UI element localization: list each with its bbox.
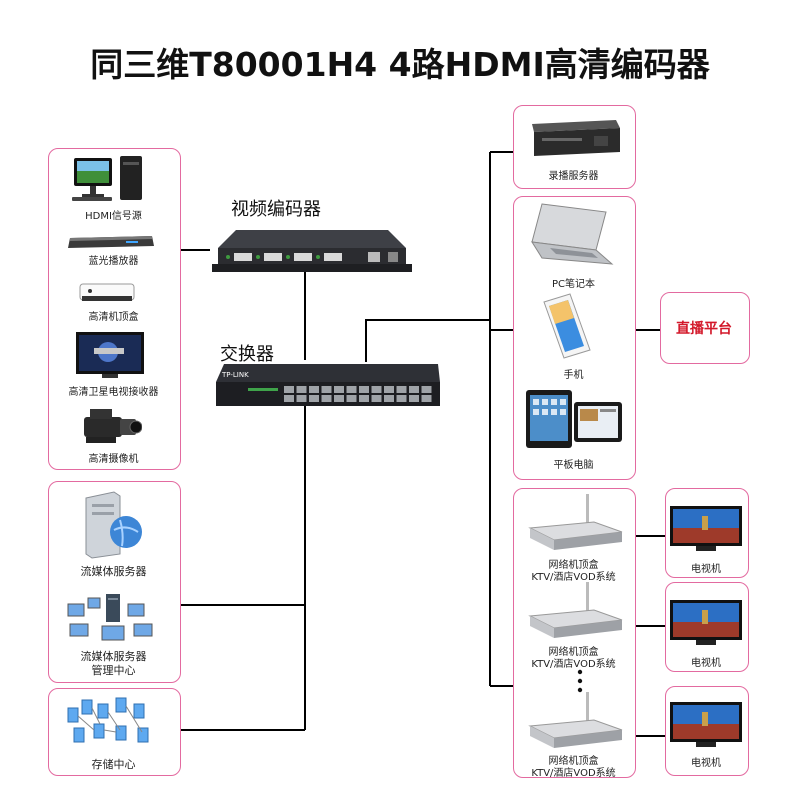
switch-port — [359, 395, 369, 402]
switch-port — [359, 386, 369, 393]
switch-port — [296, 386, 307, 393]
source-label-bluray: 蓝光播放器 — [88, 256, 139, 267]
client-label-tablet: 平板电脑 — [553, 460, 594, 471]
network-stb-icon — [528, 582, 623, 638]
tv-icon — [670, 702, 742, 747]
switch-label: 交换器 — [220, 344, 274, 365]
switch-port — [396, 386, 407, 393]
switch-port — [309, 395, 319, 402]
server-label-mgmt-line1: 流媒体服务器 — [80, 650, 147, 663]
switch-port — [384, 386, 394, 393]
server-label-mgmt-line2: 管理中心 — [91, 664, 136, 677]
tv-label-3: 电视机 — [691, 758, 721, 769]
switch-port — [421, 395, 432, 402]
switch-port — [409, 386, 419, 393]
tv-label-2: 电视机 — [691, 658, 721, 669]
switch-port — [321, 395, 332, 402]
source-label-hdmi: HDMI信号源 — [85, 211, 142, 222]
stb-2-line2: KTV/酒店VOD系统 — [531, 659, 616, 670]
recorder-label: 录播服务器 — [548, 171, 599, 182]
stb-3-line2: KTV/酒店VOD系统 — [531, 768, 616, 779]
streaming-server-icon — [85, 491, 142, 559]
switch-port — [334, 386, 344, 393]
tv-icon — [670, 600, 742, 645]
stb-2-line1: 网络机顶盒 — [548, 647, 599, 658]
page-title: 同三维T80001H4 4路HDMI高清编码器 — [90, 45, 710, 84]
stb-3-line1: 网络机顶盒 — [548, 756, 599, 767]
server-label-streaming: 流媒体服务器 — [80, 565, 147, 578]
live-platform-label: 直播平台 — [676, 321, 732, 337]
switch-port — [371, 386, 382, 393]
switch-port — [421, 386, 432, 393]
client-label-phone: 手机 — [563, 370, 584, 381]
signal-sources-box — [48, 148, 181, 470]
storage-network-icon — [67, 697, 149, 743]
desktop-pc-icon — [72, 156, 142, 201]
rack-server-icon — [532, 120, 620, 156]
source-label-camcorder: 高清摄像机 — [88, 454, 139, 465]
switch-port — [296, 395, 307, 402]
live-platform-box[interactable] — [660, 292, 750, 364]
management-center-icon — [67, 594, 153, 641]
switch-port — [371, 395, 382, 402]
network-stb-icon — [528, 692, 623, 748]
switch-port — [396, 395, 407, 402]
source-label-satellite: 高清卫星电视接收器 — [68, 387, 159, 398]
stb-1-line2: KTV/酒店VOD系统 — [531, 572, 616, 583]
set-top-box-icon — [79, 283, 135, 301]
tablet-icon — [526, 390, 622, 448]
camcorder-icon — [84, 409, 142, 443]
laptop-icon — [531, 203, 614, 265]
switch-port — [346, 386, 357, 393]
stb-1-line1: 网络机顶盒 — [548, 560, 599, 571]
network-switch-icon: TP-LINK — [216, 364, 440, 406]
switch-brand-text: TP-LINK — [221, 371, 249, 379]
encoder-label: 视频编码器 — [231, 199, 321, 220]
switch-port — [346, 395, 357, 402]
storage-label: 存储中心 — [91, 758, 136, 771]
network-stb-icon — [528, 494, 623, 550]
source-label-stb: 高清机顶盒 — [88, 312, 139, 323]
switch-port — [321, 386, 332, 393]
switch-port — [384, 395, 394, 402]
switch-port — [284, 395, 294, 402]
tv-icon — [670, 506, 742, 551]
bluray-player-icon — [68, 236, 154, 248]
switch-port — [409, 395, 419, 402]
tv-label-1: 电视机 — [691, 564, 721, 575]
more-devices-dots — [577, 669, 583, 693]
phone-icon — [543, 293, 591, 359]
switch-port — [334, 395, 344, 402]
video-encoder-icon — [212, 230, 412, 272]
client-label-laptop: PC笔记本 — [551, 279, 595, 290]
switch-port — [309, 386, 319, 393]
switch-port — [284, 386, 294, 393]
satellite-tv-icon — [76, 332, 144, 378]
